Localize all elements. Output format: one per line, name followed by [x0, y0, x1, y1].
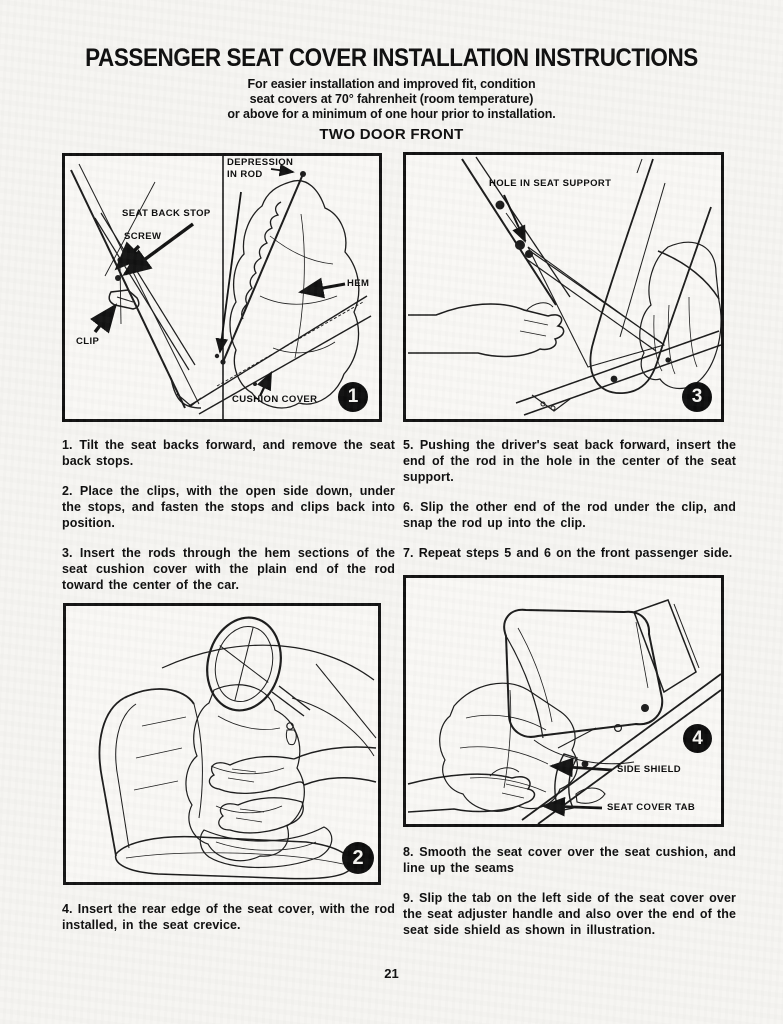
steps-4: 4. Insert the rear edge of the seat cove… [62, 901, 395, 933]
label-seat-back-stop: SEAT BACK STOP [122, 208, 211, 219]
figure-3-badge: 3 [682, 382, 712, 412]
figure-3-illustration [408, 156, 721, 416]
figure-panel-3: HOLE IN SEAT SUPPORT 3 [403, 152, 724, 422]
figure-panel-4: SIDE SHIELD SEAT COVER TAB 4 [403, 575, 724, 827]
label-depression-in-rod: DEPRESSION IN ROD [227, 157, 293, 181]
figure-2-badge: 2 [342, 842, 374, 874]
label-depression-line1: DEPRESSION [227, 157, 294, 168]
label-seat-cover-tab: SEAT COVER TAB [607, 802, 696, 813]
subtitle-line-1: For easier installation and improved fit… [247, 77, 536, 91]
step-4: 4. Insert the rear edge of the seat cove… [62, 902, 395, 932]
label-clip: CLIP [76, 336, 100, 347]
step-2: 2. Place the clips, with the open side d… [62, 484, 395, 530]
step-3: 3. Insert the rods through the hem secti… [62, 546, 395, 592]
steps-8-9: 8. Smooth the seat cover over the seat c… [403, 844, 736, 938]
steps-1-3: 1. Tilt the seat backs forward, and remo… [62, 437, 395, 593]
subtitle-line-2: seat covers at 70° fahrenheit (room temp… [249, 92, 534, 106]
page-number: 21 [384, 966, 399, 981]
page-title: PASSENGER SEAT COVER INSTALLATION INSTRU… [85, 44, 698, 72]
label-side-shield: SIDE SHIELD [617, 764, 682, 775]
figure-panel-2: 2 [63, 603, 381, 885]
label-screw: SCREW [124, 231, 162, 242]
figure-1-illustration [70, 156, 372, 419]
step-1: 1. Tilt the seat backs forward, and remo… [62, 438, 395, 468]
figure-4-badge: 4 [683, 724, 712, 753]
subtitle-line-3: or above for a minimum of one hour prior… [227, 107, 556, 121]
figure-4-illustration [407, 599, 721, 824]
figure-panel-1: DEPRESSION IN ROD SEAT BACK STOP SCREW C… [62, 153, 382, 422]
label-depression-line2: IN ROD [227, 169, 263, 180]
figure-2-illustration [98, 616, 377, 880]
step-5: 5. Pushing the driver's seat back forwar… [403, 438, 736, 484]
label-cushion-cover: CUSHION COVER [232, 394, 318, 405]
label-hole-in-seat-support: HOLE IN SEAT SUPPORT [489, 178, 612, 189]
section-heading: TWO DOOR FRONT [319, 126, 464, 143]
step-7: 7. Repeat steps 5 and 6 on the front pas… [403, 546, 733, 560]
steps-5-7: 5. Pushing the driver's seat back forwar… [403, 437, 736, 561]
subtitle: For easier installation and improved fit… [0, 77, 783, 122]
step-8: 8. Smooth the seat cover over the seat c… [403, 845, 736, 875]
step-9: 9. Slip the tab on the left side of the … [403, 891, 736, 937]
step-6: 6. Slip the other end of the rod under t… [403, 500, 736, 530]
figure-1-badge: 1 [338, 382, 368, 412]
label-hem: HEM [347, 278, 370, 289]
